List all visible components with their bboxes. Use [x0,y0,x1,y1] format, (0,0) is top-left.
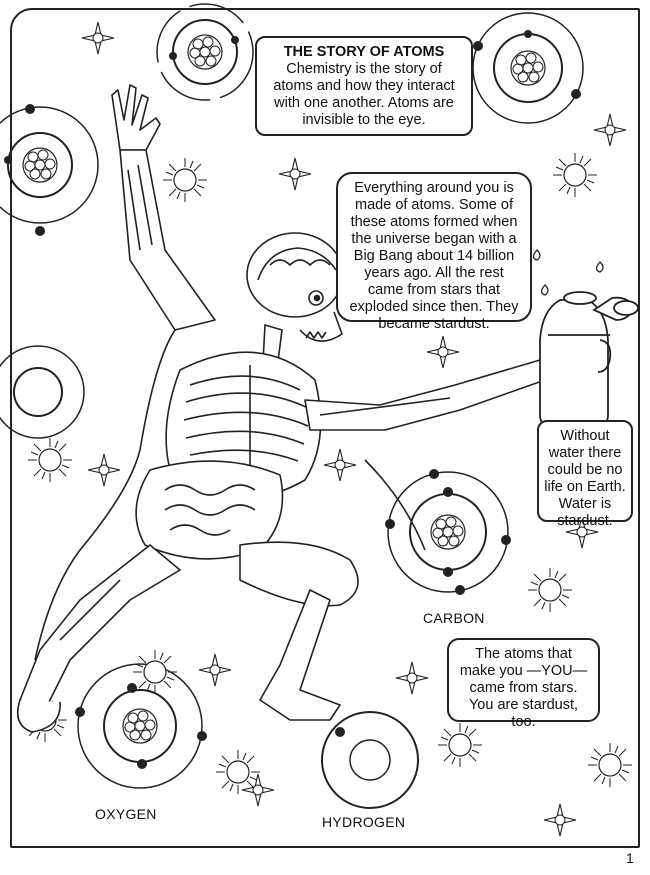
hydrogen-label: HYDROGEN [322,814,406,830]
skeleton-figure [16,84,546,733]
sun-icon [437,722,483,768]
star-icon [198,653,232,687]
sun-icon [527,567,573,613]
sun-icon [132,649,178,695]
star-icon [543,803,577,837]
story-of-atoms-callout: THE STORY OF ATOMS Chemistry is the stor… [255,36,473,136]
star-icon [593,113,627,147]
star-icon [323,448,357,482]
water-bottle [539,291,639,428]
you-text: The atoms that make you —YOU— came from … [459,646,588,730]
atom-icon [156,3,254,101]
star-icon [395,661,429,695]
atom-icon [321,711,419,809]
story-title: THE STORY OF ATOMS [283,44,445,60]
star-icon [81,21,115,55]
story-body: Chemistry is the story of atoms and how … [273,61,455,128]
sun-icon [587,742,633,788]
sun-icon [27,437,73,483]
star-icon [87,453,121,487]
sun-icon [215,749,261,795]
page-number: 1 [626,850,634,866]
atom-icon [472,12,584,124]
atom-icon [385,469,511,595]
carbon-label: CARBON [423,610,485,626]
sun-icon [552,152,598,198]
page-border [10,8,640,848]
atom-icon [0,104,99,236]
you-are-stardust-callout: The atoms that make you —YOU— came from … [447,638,600,730]
stardust-callout: Everything around you is made of atoms. … [336,172,532,332]
droplet-icon [532,249,604,296]
oxygen-label: OXYGEN [95,806,157,822]
water-callout: Without water there could be no life on … [537,420,633,529]
atom-icon [0,345,85,439]
star-icon [426,335,460,369]
atom-icon [75,663,207,789]
water-text: Without water there could be no life on … [544,428,626,529]
sun-icon [162,157,208,203]
star-icon [278,157,312,191]
stardust-text: Everything around you is made of atoms. … [349,180,519,332]
